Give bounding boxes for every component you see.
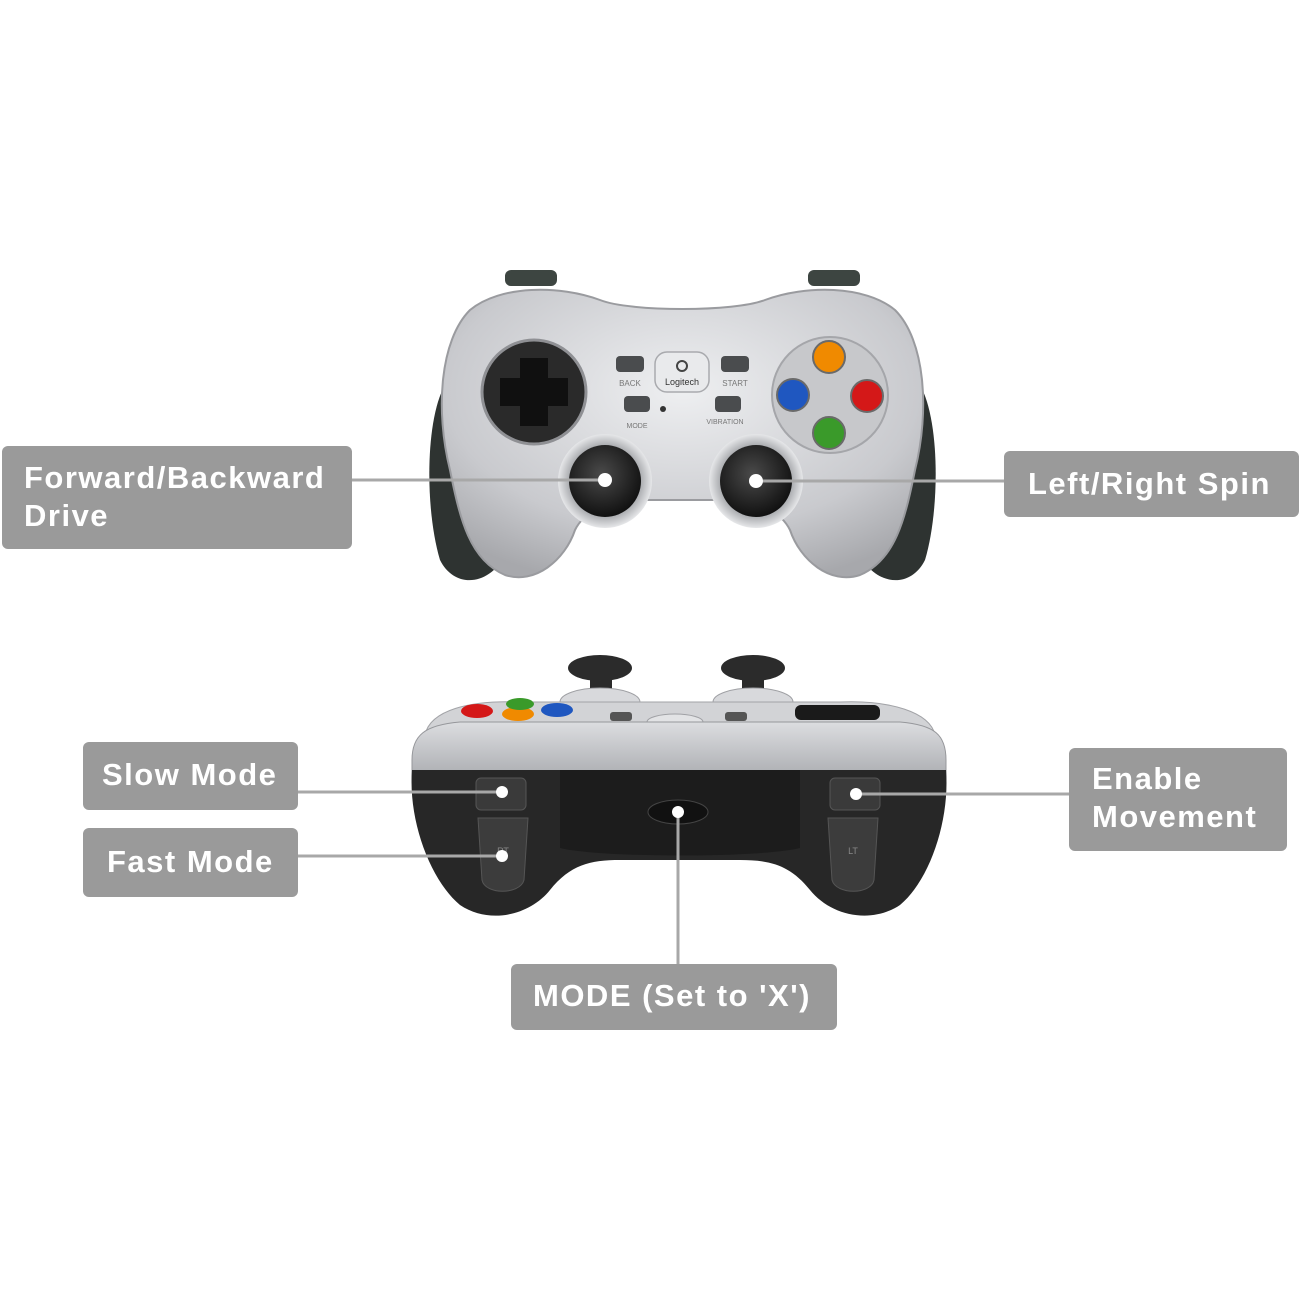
back-face-button-orange (502, 707, 534, 721)
vibration-label: VIBRATION (706, 419, 743, 426)
face-button-y (812, 340, 846, 374)
pointer-dot-mode-switch (672, 806, 684, 818)
dpad (500, 358, 568, 426)
back-right-stick-cap (721, 655, 785, 681)
callout-slow-mode-text: Slow Mode (102, 757, 278, 792)
leader-lines (298, 473, 1069, 964)
back-dpad (795, 705, 880, 720)
pointer-dot-lb (850, 788, 862, 800)
back-button (616, 356, 644, 372)
callout-slow-mode: Slow Mode (83, 742, 298, 810)
pointer-dot-rb (496, 786, 508, 798)
right-shoulder-button (808, 270, 860, 286)
vibration-button (715, 396, 741, 412)
callout-forward-backward-drive: Forward/Backward Drive (2, 446, 352, 549)
callout-left-right-spin-text: Left/Right Spin (1028, 466, 1271, 501)
face-button-b (850, 379, 884, 413)
start-button (721, 356, 749, 372)
left-shoulder-button (505, 270, 557, 286)
back-left-stick-cap (568, 655, 632, 681)
back-center-button-1 (610, 712, 632, 721)
controller-front: BACK START MODE VIBRATION Logitech (429, 270, 936, 581)
back-face-button-blue (541, 703, 573, 717)
start-label: START (722, 379, 748, 388)
pointer-dot-left-stick (598, 473, 612, 487)
face-button-a (812, 416, 846, 450)
lt-label: LT (848, 846, 858, 856)
face-button-well (771, 336, 889, 454)
callout-forward-backward-line2: Drive (24, 498, 110, 533)
back-center-button-2 (725, 712, 747, 721)
callout-fast-mode: Fast Mode (83, 828, 298, 897)
mode-led (660, 406, 666, 412)
callout-left-right-spin: Left/Right Spin (1004, 451, 1299, 517)
logo-text: Logitech (665, 377, 699, 387)
logitech-logo-icon (676, 360, 688, 372)
pointer-dot-right-stick (749, 474, 763, 488)
face-button-x (776, 378, 810, 412)
back-face-button-green (506, 698, 534, 710)
pointer-dot-rt (496, 850, 508, 862)
left-trigger-lt (827, 817, 879, 892)
callout-mode-set-to-x: MODE (Set to 'X') (511, 964, 837, 1030)
back-face-button-red (461, 704, 493, 718)
callout-enable-movement: Enable Movement (1069, 748, 1287, 851)
callout-enable-movement-line2: Movement (1092, 799, 1258, 834)
back-silver-band (411, 721, 947, 781)
callout-fast-mode-text: Fast Mode (107, 844, 274, 879)
callout-mode-text: MODE (Set to 'X') (533, 978, 811, 1013)
callout-forward-backward-line1: Forward/Backward (24, 460, 326, 495)
mode-label: MODE (627, 423, 648, 430)
mode-button-front (624, 396, 650, 412)
callout-enable-movement-line1: Enable (1092, 761, 1203, 796)
back-label: BACK (619, 379, 641, 388)
